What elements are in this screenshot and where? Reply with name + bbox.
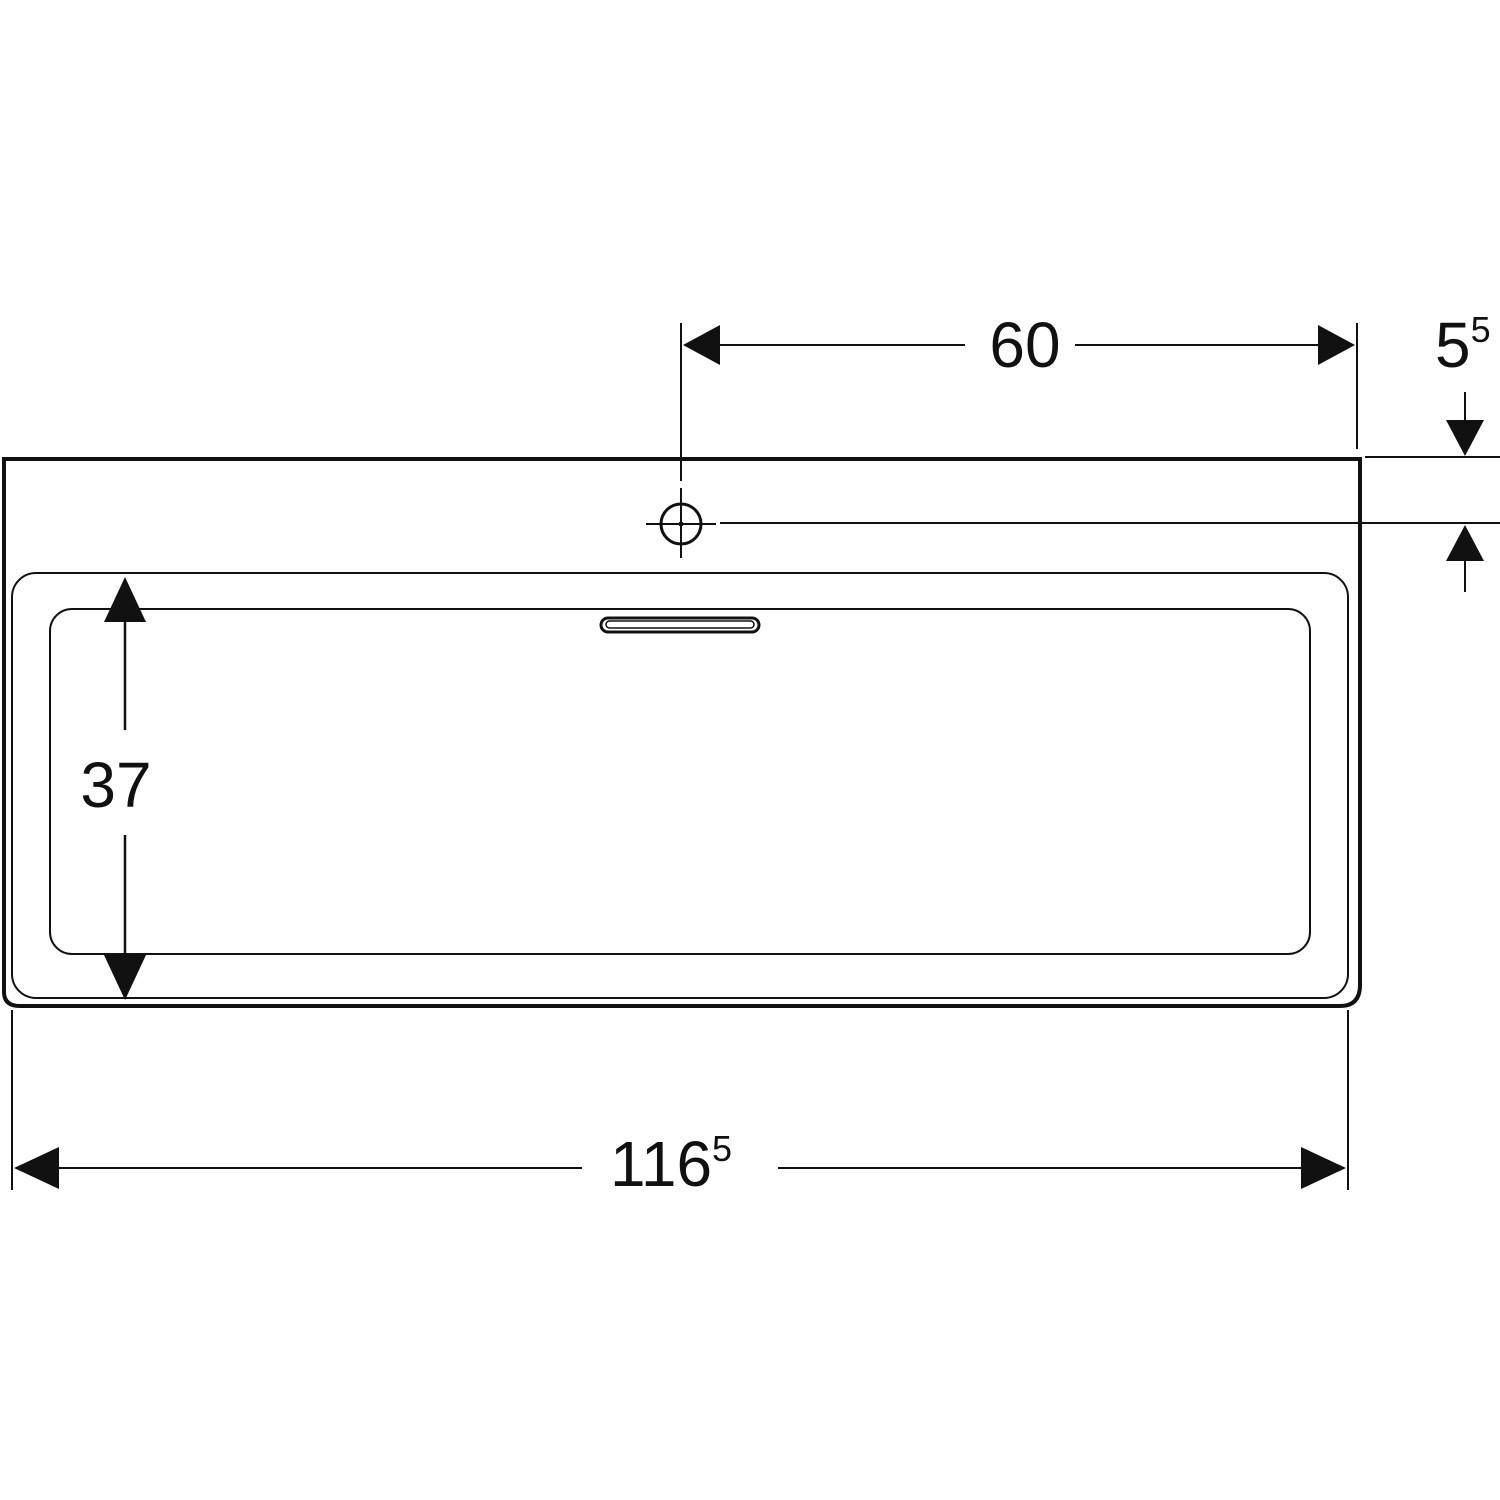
dimension-label-overall-width: 116 bbox=[610, 1128, 712, 1200]
tap-hole-icon bbox=[646, 488, 716, 558]
bowl-inner-basin bbox=[49, 608, 1311, 955]
dimension-bowl-depth: 37 bbox=[80, 577, 152, 1000]
dimension-label-tap-to-edge: 60 bbox=[989, 309, 1060, 381]
arrow-up-icon bbox=[1446, 525, 1484, 561]
svg-text:37: 37 bbox=[80, 749, 151, 821]
arrow-left-icon bbox=[683, 325, 720, 365]
svg-text:60: 60 bbox=[989, 309, 1060, 381]
arrow-up-icon bbox=[104, 577, 146, 622]
bowl-outer-rim bbox=[11, 572, 1349, 999]
arrow-right-icon bbox=[1301, 1147, 1346, 1189]
dimension-label-bowl-depth: 37 bbox=[80, 749, 151, 821]
arrow-down-icon bbox=[1446, 420, 1484, 456]
dimension-label-tap-offset: 5 bbox=[1435, 309, 1471, 381]
arrow-right-icon bbox=[1318, 325, 1355, 365]
basin-outer-outline bbox=[2, 457, 1362, 1008]
dimension-label-tap-offset-sup: 5 bbox=[1471, 309, 1491, 350]
dimension-tap-offset: 55 bbox=[1435, 309, 1491, 592]
extension-lines bbox=[11, 323, 1500, 1190]
overflow-slot-inner bbox=[605, 620, 755, 629]
dimension-label-overall-width-sup: 5 bbox=[712, 1128, 732, 1169]
svg-text:1165: 1165 bbox=[610, 1128, 732, 1200]
svg-text:55: 55 bbox=[1435, 309, 1491, 381]
dimension-overall-width: 1165 bbox=[14, 1128, 1346, 1200]
overflow-slot bbox=[599, 616, 761, 634]
arrow-left-icon bbox=[14, 1147, 59, 1189]
arrow-down-icon bbox=[104, 955, 146, 1000]
dimension-tap-to-edge: 60 bbox=[683, 309, 1355, 381]
